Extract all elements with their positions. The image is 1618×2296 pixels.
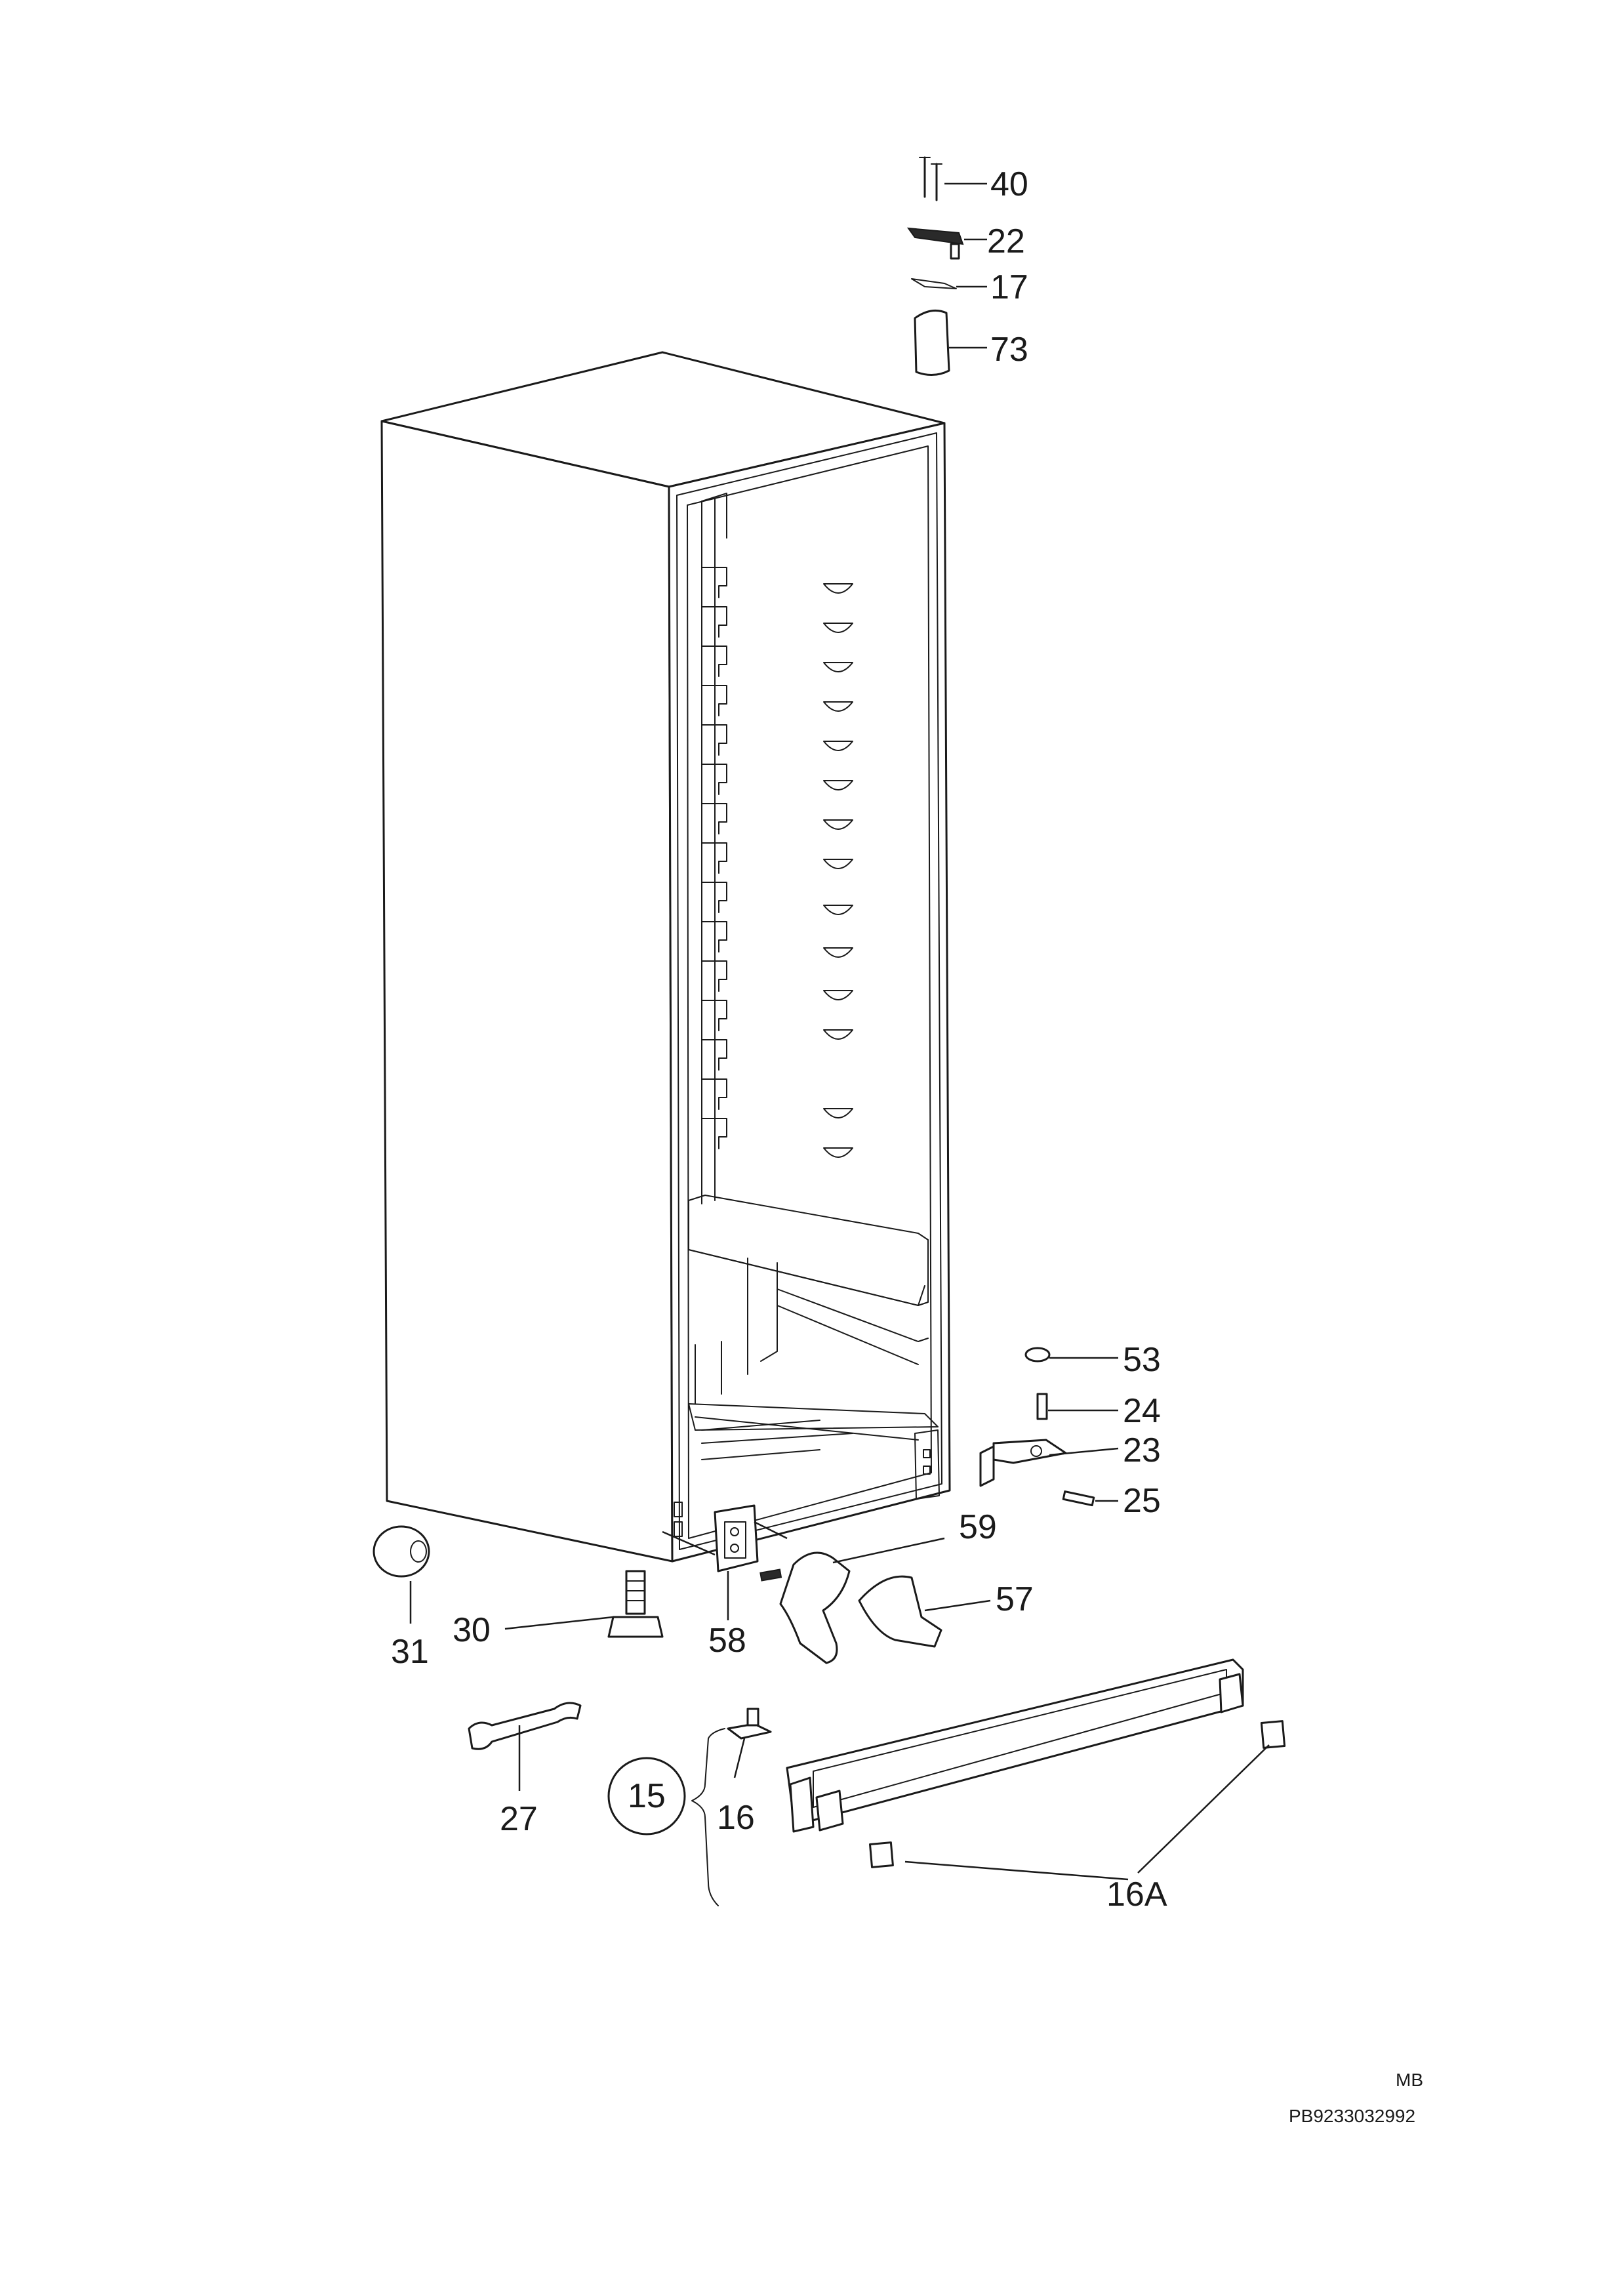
callout-16a: 16A <box>1106 1876 1167 1914</box>
callout-59: 59 <box>959 1508 997 1546</box>
part-16-clip <box>727 1708 772 1778</box>
callout-23: 23 <box>1123 1431 1161 1469</box>
part-59-hinge-cover <box>779 1537 945 1664</box>
callout-24: 24 <box>1123 1392 1161 1430</box>
part-40-screws <box>919 156 987 201</box>
lower-compartment <box>674 1195 940 1537</box>
cabinet-body <box>380 351 951 1563</box>
part-58-hinge-bracket <box>662 1504 788 1620</box>
callout-22: 22 <box>987 222 1025 260</box>
callout-27: 27 <box>500 1800 538 1838</box>
callout-17: 17 <box>990 268 1028 306</box>
callout-58: 58 <box>708 1622 746 1660</box>
part-25-screw <box>1062 1490 1118 1507</box>
callout-31: 31 <box>391 1633 429 1671</box>
part-27-wrench <box>468 1702 582 1791</box>
callout-73: 73 <box>990 331 1028 369</box>
part-24-pin <box>1036 1393 1118 1420</box>
part-22-hinge-top <box>906 227 987 260</box>
callout-25: 25 <box>1123 1482 1161 1520</box>
callout-15: 15 <box>628 1777 666 1815</box>
callout-30: 30 <box>453 1611 491 1649</box>
part-31-plug <box>373 1525 430 1624</box>
shelf-supports <box>823 583 853 1158</box>
callout-57: 57 <box>996 1580 1034 1618</box>
footer-reference: PB9233032992 <box>1289 2106 1415 2126</box>
callout-16: 16 <box>717 1799 755 1837</box>
callout-40: 40 <box>990 165 1028 203</box>
shelf-slots-left <box>701 567 727 1149</box>
footer-code: MB <box>1396 2070 1423 2090</box>
part-17-shim <box>911 278 987 289</box>
part-53-cap <box>1024 1347 1118 1363</box>
part-73-cover <box>914 309 987 376</box>
callout-53: 53 <box>1123 1341 1161 1379</box>
part-30-foot <box>504 1570 664 1638</box>
part-15-kickplate <box>607 1658 1286 1906</box>
part-23-hinge-bottom <box>979 1439 1119 1487</box>
part-57-hinge-cover <box>858 1575 991 1648</box>
